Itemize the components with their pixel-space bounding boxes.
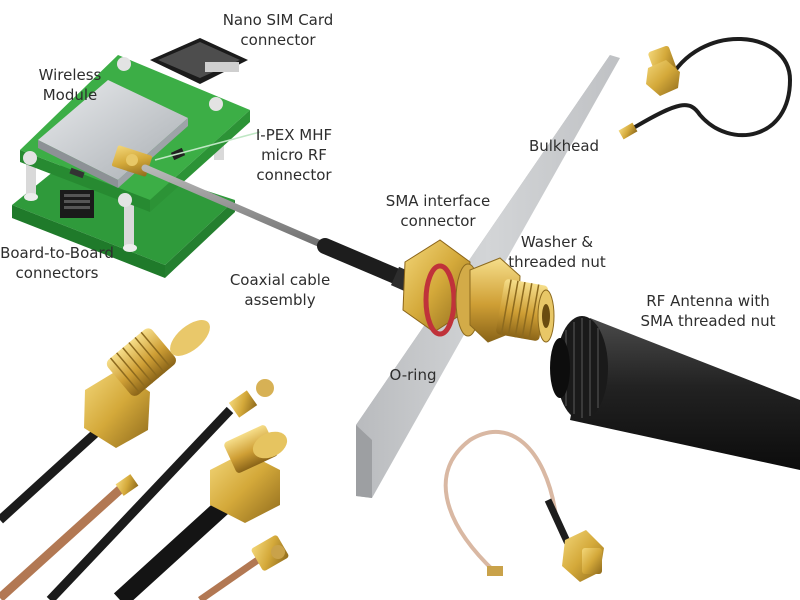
- label-washer-nut: Washer & threaded nut: [508, 233, 606, 271]
- pigtail-cable-bottom-center: [443, 429, 604, 582]
- pigtail-cable-top-right: [618, 36, 793, 140]
- o-ring: [423, 263, 457, 337]
- label-sma-interface: SMA interface connector: [385, 192, 491, 230]
- label-coax: Coaxial cable assembly: [229, 271, 331, 309]
- callout-lines: [154, 131, 261, 161]
- label-ipex: I-PEX MHF micro RF connector: [255, 126, 333, 184]
- label-rf-antenna: RF Antenna with SMA threaded nut: [640, 292, 776, 330]
- rf-antenna: [550, 316, 800, 470]
- label-wireless-module: Wireless Module: [38, 66, 102, 104]
- label-bulkhead: Bulkhead: [528, 137, 600, 155]
- label-o-ring: O-ring: [389, 366, 437, 384]
- label-nano-sim: Nano SIM Card connector: [222, 11, 334, 49]
- cable-collection-bottom-left: [0, 320, 289, 600]
- sma-interface-connector: [402, 239, 555, 343]
- pcb-assembly: [12, 38, 250, 278]
- lower-pcb-edge: [12, 205, 165, 278]
- label-board-to-board: Board-to-Board connectors: [0, 244, 114, 282]
- lower-pcb-edge-right: [165, 200, 235, 278]
- wireless-module-shield: [38, 80, 188, 180]
